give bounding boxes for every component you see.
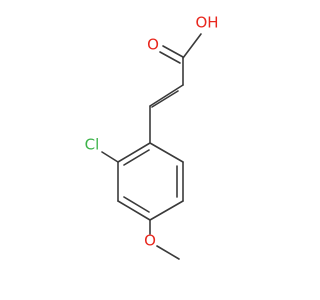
ring-bond-1 — [117, 142, 151, 163]
ring-bond-6 — [149, 142, 184, 163]
bonds — [101, 33, 202, 260]
carbonyl-oxygen-label: O — [147, 36, 159, 54]
bond-c-o-double-2 — [159, 51, 181, 64]
molecule-drawing: O OH Cl O — [85, 14, 219, 260]
chlorine-label: Cl — [85, 136, 100, 154]
ring-bond-4 — [149, 200, 184, 221]
ring-inner-double-2 — [123, 196, 150, 213]
bond-o-ch3 — [156, 245, 180, 260]
ring-inner-double-1 — [123, 149, 150, 166]
bond-c-o-double-1 — [162, 45, 184, 58]
bond-vinyl-double-2 — [151, 90, 179, 108]
structure-canvas: O OH Cl O — [84, 13, 219, 260]
bond-c-cl — [101, 151, 119, 163]
hydroxyl-label: OH — [195, 14, 218, 32]
bond-vinyl-double-1 — [149, 84, 184, 107]
bond-c-oh — [182, 33, 202, 59]
ether-oxygen-label: O — [144, 232, 156, 250]
ring-bond-3 — [117, 200, 151, 221]
